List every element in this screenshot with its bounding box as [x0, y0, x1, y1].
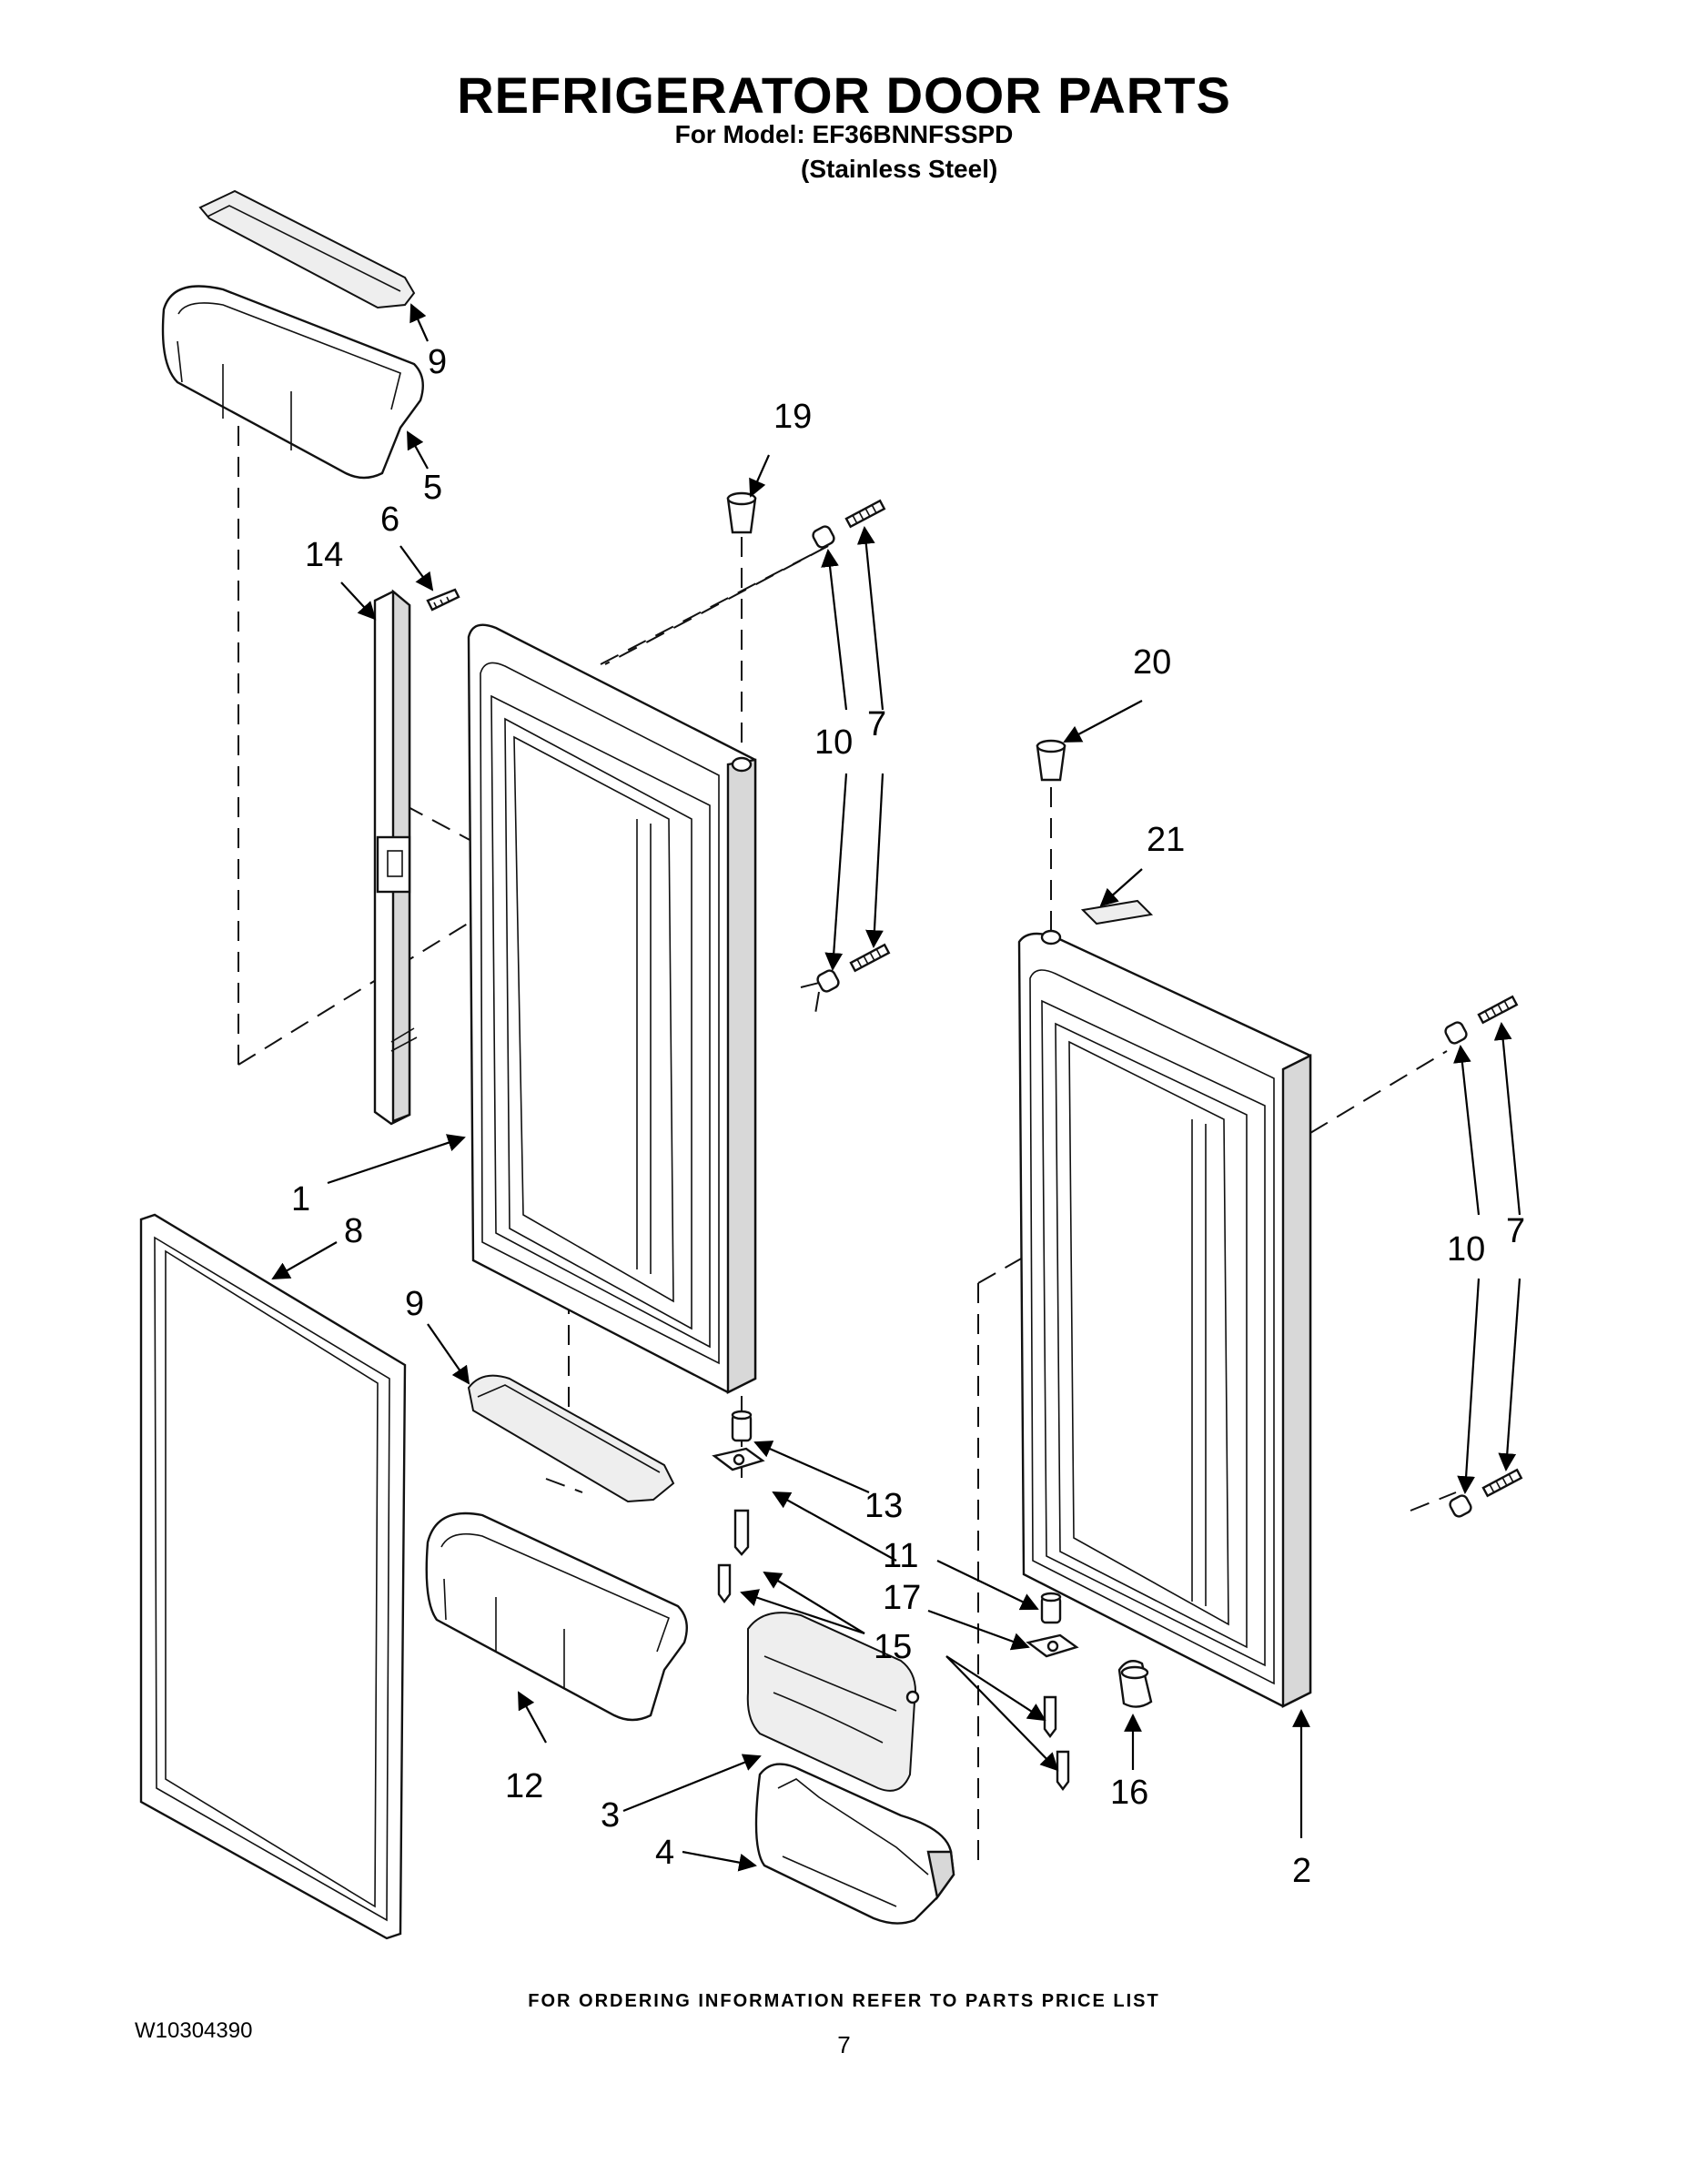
- dispenser-cover: [746, 1612, 920, 1792]
- finish-line: (Stainless Steel): [801, 155, 998, 183]
- bin-cover-top: [198, 189, 416, 309]
- callout-10-right: 10: [1447, 1230, 1485, 1269]
- callout-8: 8: [344, 1212, 363, 1250]
- left-freezer-door: [467, 623, 757, 1394]
- callout-labels: 9 5 6 14 19 20 21 10 7 10 7 1 8 9 12 13 …: [291, 343, 1525, 1890]
- callout-11: 11: [883, 1537, 918, 1575]
- callout-5: 5: [423, 469, 442, 507]
- callout-4: 4: [655, 1834, 674, 1872]
- door-gasket: [139, 1213, 407, 1940]
- callout-20: 20: [1133, 643, 1171, 682]
- callout-13: 13: [864, 1487, 903, 1525]
- callout-16: 16: [1110, 1774, 1148, 1812]
- callout-7-right: 7: [1506, 1212, 1525, 1250]
- dispenser-bin: [754, 1763, 955, 1925]
- callout-12: 12: [505, 1767, 543, 1805]
- callout-9-top: 9: [428, 343, 447, 381]
- callout-17: 17: [883, 1579, 921, 1617]
- callout-1: 1: [291, 1180, 310, 1218]
- bin-cover-lower: [467, 1374, 675, 1503]
- callout-9-lower: 9: [405, 1285, 424, 1323]
- document-number: W10304390: [135, 2018, 253, 2043]
- callout-3: 3: [601, 1796, 620, 1835]
- callout-10-left: 10: [814, 723, 853, 762]
- leader-lines: [271, 303, 1521, 1872]
- page-title: REFRIGERATOR DOOR PARTS: [457, 66, 1231, 124]
- door-bin-lower: [425, 1512, 688, 1722]
- left-hinge-hardware: [712, 1410, 765, 1603]
- ordering-note: FOR ORDERING INFORMATION REFER TO PARTS …: [528, 1991, 1160, 2011]
- screws-and-washers: [812, 499, 1523, 1518]
- callout-14: 14: [305, 536, 343, 574]
- model-line: For Model: EF36BNNFSSPD: [674, 120, 1014, 148]
- door-bin-top: [161, 285, 424, 480]
- mullion-screw: [426, 588, 460, 612]
- callout-2: 2: [1292, 1852, 1311, 1890]
- callout-21: 21: [1147, 821, 1185, 859]
- center-mullion: [373, 589, 418, 1126]
- top-hinge-plugs: [726, 491, 1154, 925]
- callout-19: 19: [773, 398, 812, 436]
- callout-7-left: 7: [867, 705, 886, 743]
- right-hinge-hardware: [1026, 1592, 1153, 1791]
- callout-6: 6: [380, 500, 399, 539]
- page-number: 7: [837, 2031, 851, 2058]
- callout-15: 15: [874, 1628, 912, 1666]
- right-freezer-door: [1017, 929, 1312, 1708]
